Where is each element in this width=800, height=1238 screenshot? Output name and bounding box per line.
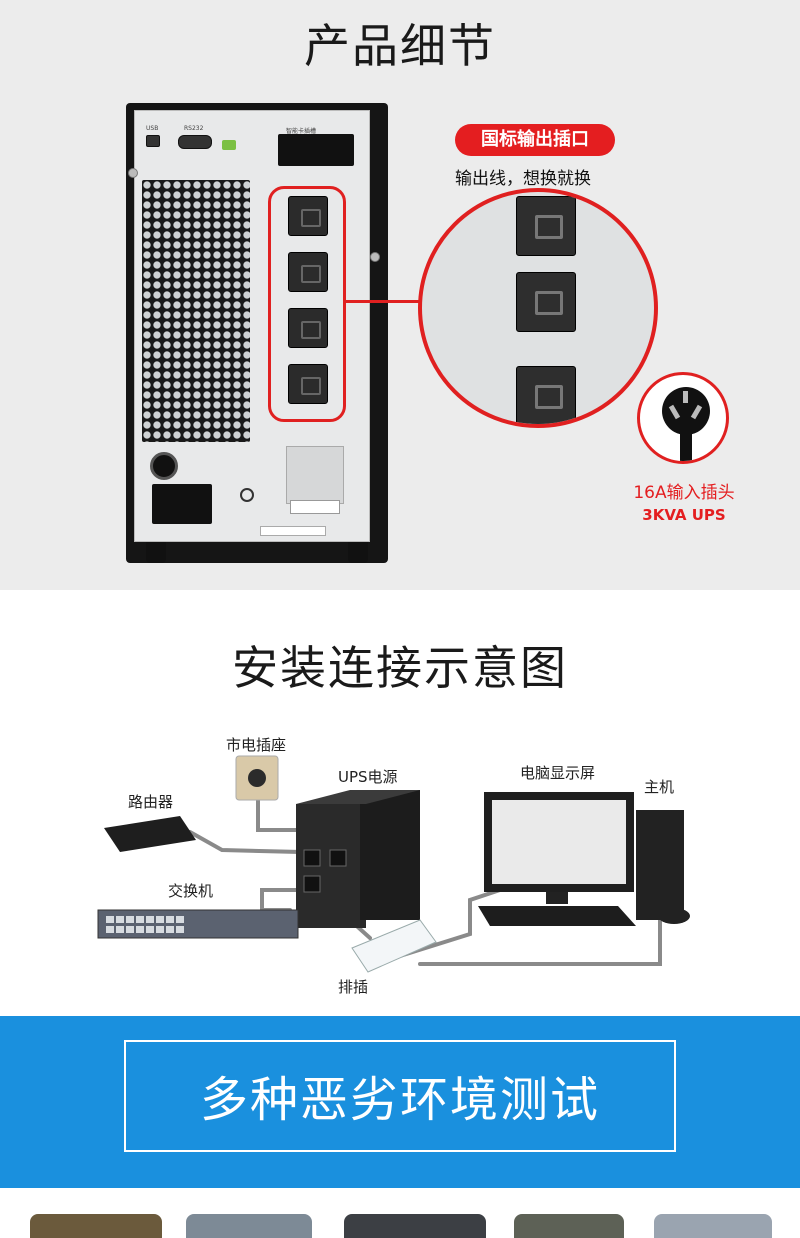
ups-foot-right bbox=[348, 537, 368, 563]
breaker-switch bbox=[150, 452, 178, 480]
strip-to-monitor-cable bbox=[398, 888, 502, 958]
model-label: 3KVA UPS bbox=[642, 506, 726, 524]
test-photo-thumb bbox=[654, 1214, 772, 1238]
callout-connector bbox=[346, 300, 426, 303]
router-cable bbox=[188, 830, 302, 868]
test-photo-thumb bbox=[344, 1214, 486, 1238]
test-photo-thumb bbox=[186, 1214, 312, 1238]
product-detail-title: 产品细节 bbox=[304, 19, 496, 73]
switch-icon bbox=[97, 909, 299, 939]
screw-icon bbox=[128, 168, 138, 178]
terminal-block bbox=[290, 500, 340, 514]
power-strip-label: 排插 bbox=[338, 978, 369, 996]
switch-cable bbox=[260, 888, 302, 912]
pc-host-icon bbox=[636, 810, 684, 920]
plug-photo-circle bbox=[637, 372, 729, 464]
monitor-label: 电脑显示屏 bbox=[520, 764, 596, 782]
outlet-zoom-circle bbox=[418, 188, 658, 428]
output-outlet bbox=[288, 252, 328, 292]
plug-label: 16A输入插头 bbox=[633, 483, 735, 503]
plug-icon bbox=[662, 387, 710, 435]
rs232-port bbox=[178, 135, 212, 149]
usb-port-label: USB bbox=[146, 125, 159, 132]
wall-socket-label: 市电插座 bbox=[226, 736, 287, 754]
usb-port bbox=[146, 135, 160, 147]
switch-label: 交换机 bbox=[168, 882, 214, 900]
router-label: 路由器 bbox=[128, 793, 174, 811]
strip-to-host-cable bbox=[418, 908, 662, 966]
test-banner-title: 多种恶劣环境测试 bbox=[199, 1072, 600, 1128]
ground-terminal-icon bbox=[240, 488, 254, 502]
plug-cable bbox=[680, 431, 692, 461]
power-input-socket bbox=[152, 484, 212, 524]
card-slot-label: 智能卡插槽 bbox=[286, 128, 317, 135]
install-title: 安装连接示意图 bbox=[232, 641, 568, 695]
output-outlet-highlight bbox=[268, 186, 346, 422]
outlet-callout-text: 输出线，想换就换 bbox=[455, 169, 591, 189]
mouse-icon bbox=[658, 908, 690, 924]
keyboard-icon bbox=[478, 906, 636, 926]
output-outlet bbox=[288, 196, 328, 236]
screw-icon bbox=[370, 252, 380, 262]
status-sticker bbox=[222, 140, 236, 150]
test-banner-frame bbox=[124, 1040, 676, 1152]
test-photo-thumb bbox=[30, 1214, 162, 1238]
ventilation-grille bbox=[142, 180, 250, 442]
output-outlet bbox=[288, 308, 328, 348]
output-outlet-zoomed bbox=[516, 366, 576, 424]
output-outlet-zoomed bbox=[516, 196, 576, 256]
test-banner bbox=[0, 1016, 800, 1188]
ups-foot-left bbox=[146, 537, 166, 563]
output-outlet-zoomed bbox=[516, 272, 576, 332]
host-label: 主机 bbox=[644, 778, 675, 796]
router-icon bbox=[104, 816, 196, 852]
ups-label: UPS电源 bbox=[338, 768, 398, 786]
card-slot bbox=[278, 134, 354, 166]
power-strip-icon bbox=[351, 919, 437, 973]
test-photo-thumb bbox=[514, 1214, 624, 1238]
national-standard-outlet-badge: 国标输出插口 bbox=[455, 124, 615, 156]
install-diagram bbox=[97, 755, 690, 973]
terminal-cover bbox=[286, 446, 344, 504]
rs232-port-label: RS232 bbox=[184, 125, 204, 132]
output-outlet bbox=[288, 364, 328, 404]
rating-label bbox=[260, 526, 326, 536]
wall-to-ups-cable bbox=[256, 784, 302, 832]
